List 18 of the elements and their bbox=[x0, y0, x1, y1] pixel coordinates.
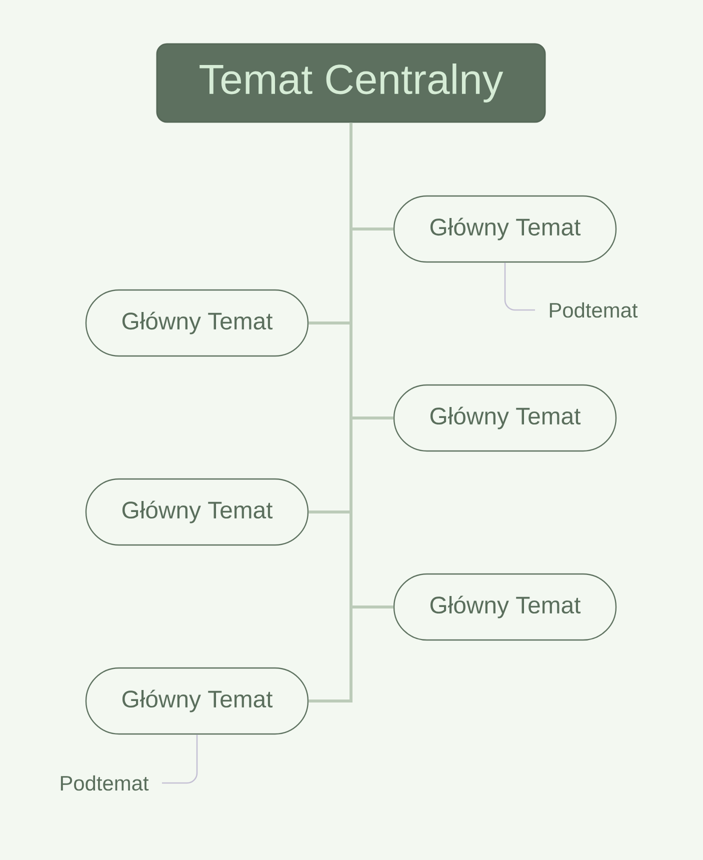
connector-line bbox=[162, 734, 198, 784]
topic-box: Główny Temat bbox=[85, 667, 309, 735]
topic-box: Główny Temat bbox=[85, 289, 309, 357]
central-topic-box: Temat Centralny bbox=[156, 43, 546, 123]
connector-line bbox=[308, 700, 351, 702]
connector-line bbox=[504, 262, 536, 311]
connector-line bbox=[308, 510, 351, 514]
subtopic-label: Podtemat bbox=[550, 302, 638, 318]
subtopic-label: Podtemat bbox=[60, 775, 149, 791]
connector-line bbox=[351, 228, 394, 230]
connector-line bbox=[350, 122, 352, 702]
connector-line bbox=[351, 606, 394, 608]
topic-box: Główny Temat bbox=[85, 478, 309, 546]
connector-line bbox=[351, 416, 394, 420]
topic-box: Główny Temat bbox=[393, 573, 617, 641]
topic-box: Główny Temat bbox=[393, 384, 617, 452]
topic-box: Główny Temat bbox=[393, 195, 617, 263]
connector-line bbox=[308, 322, 351, 324]
